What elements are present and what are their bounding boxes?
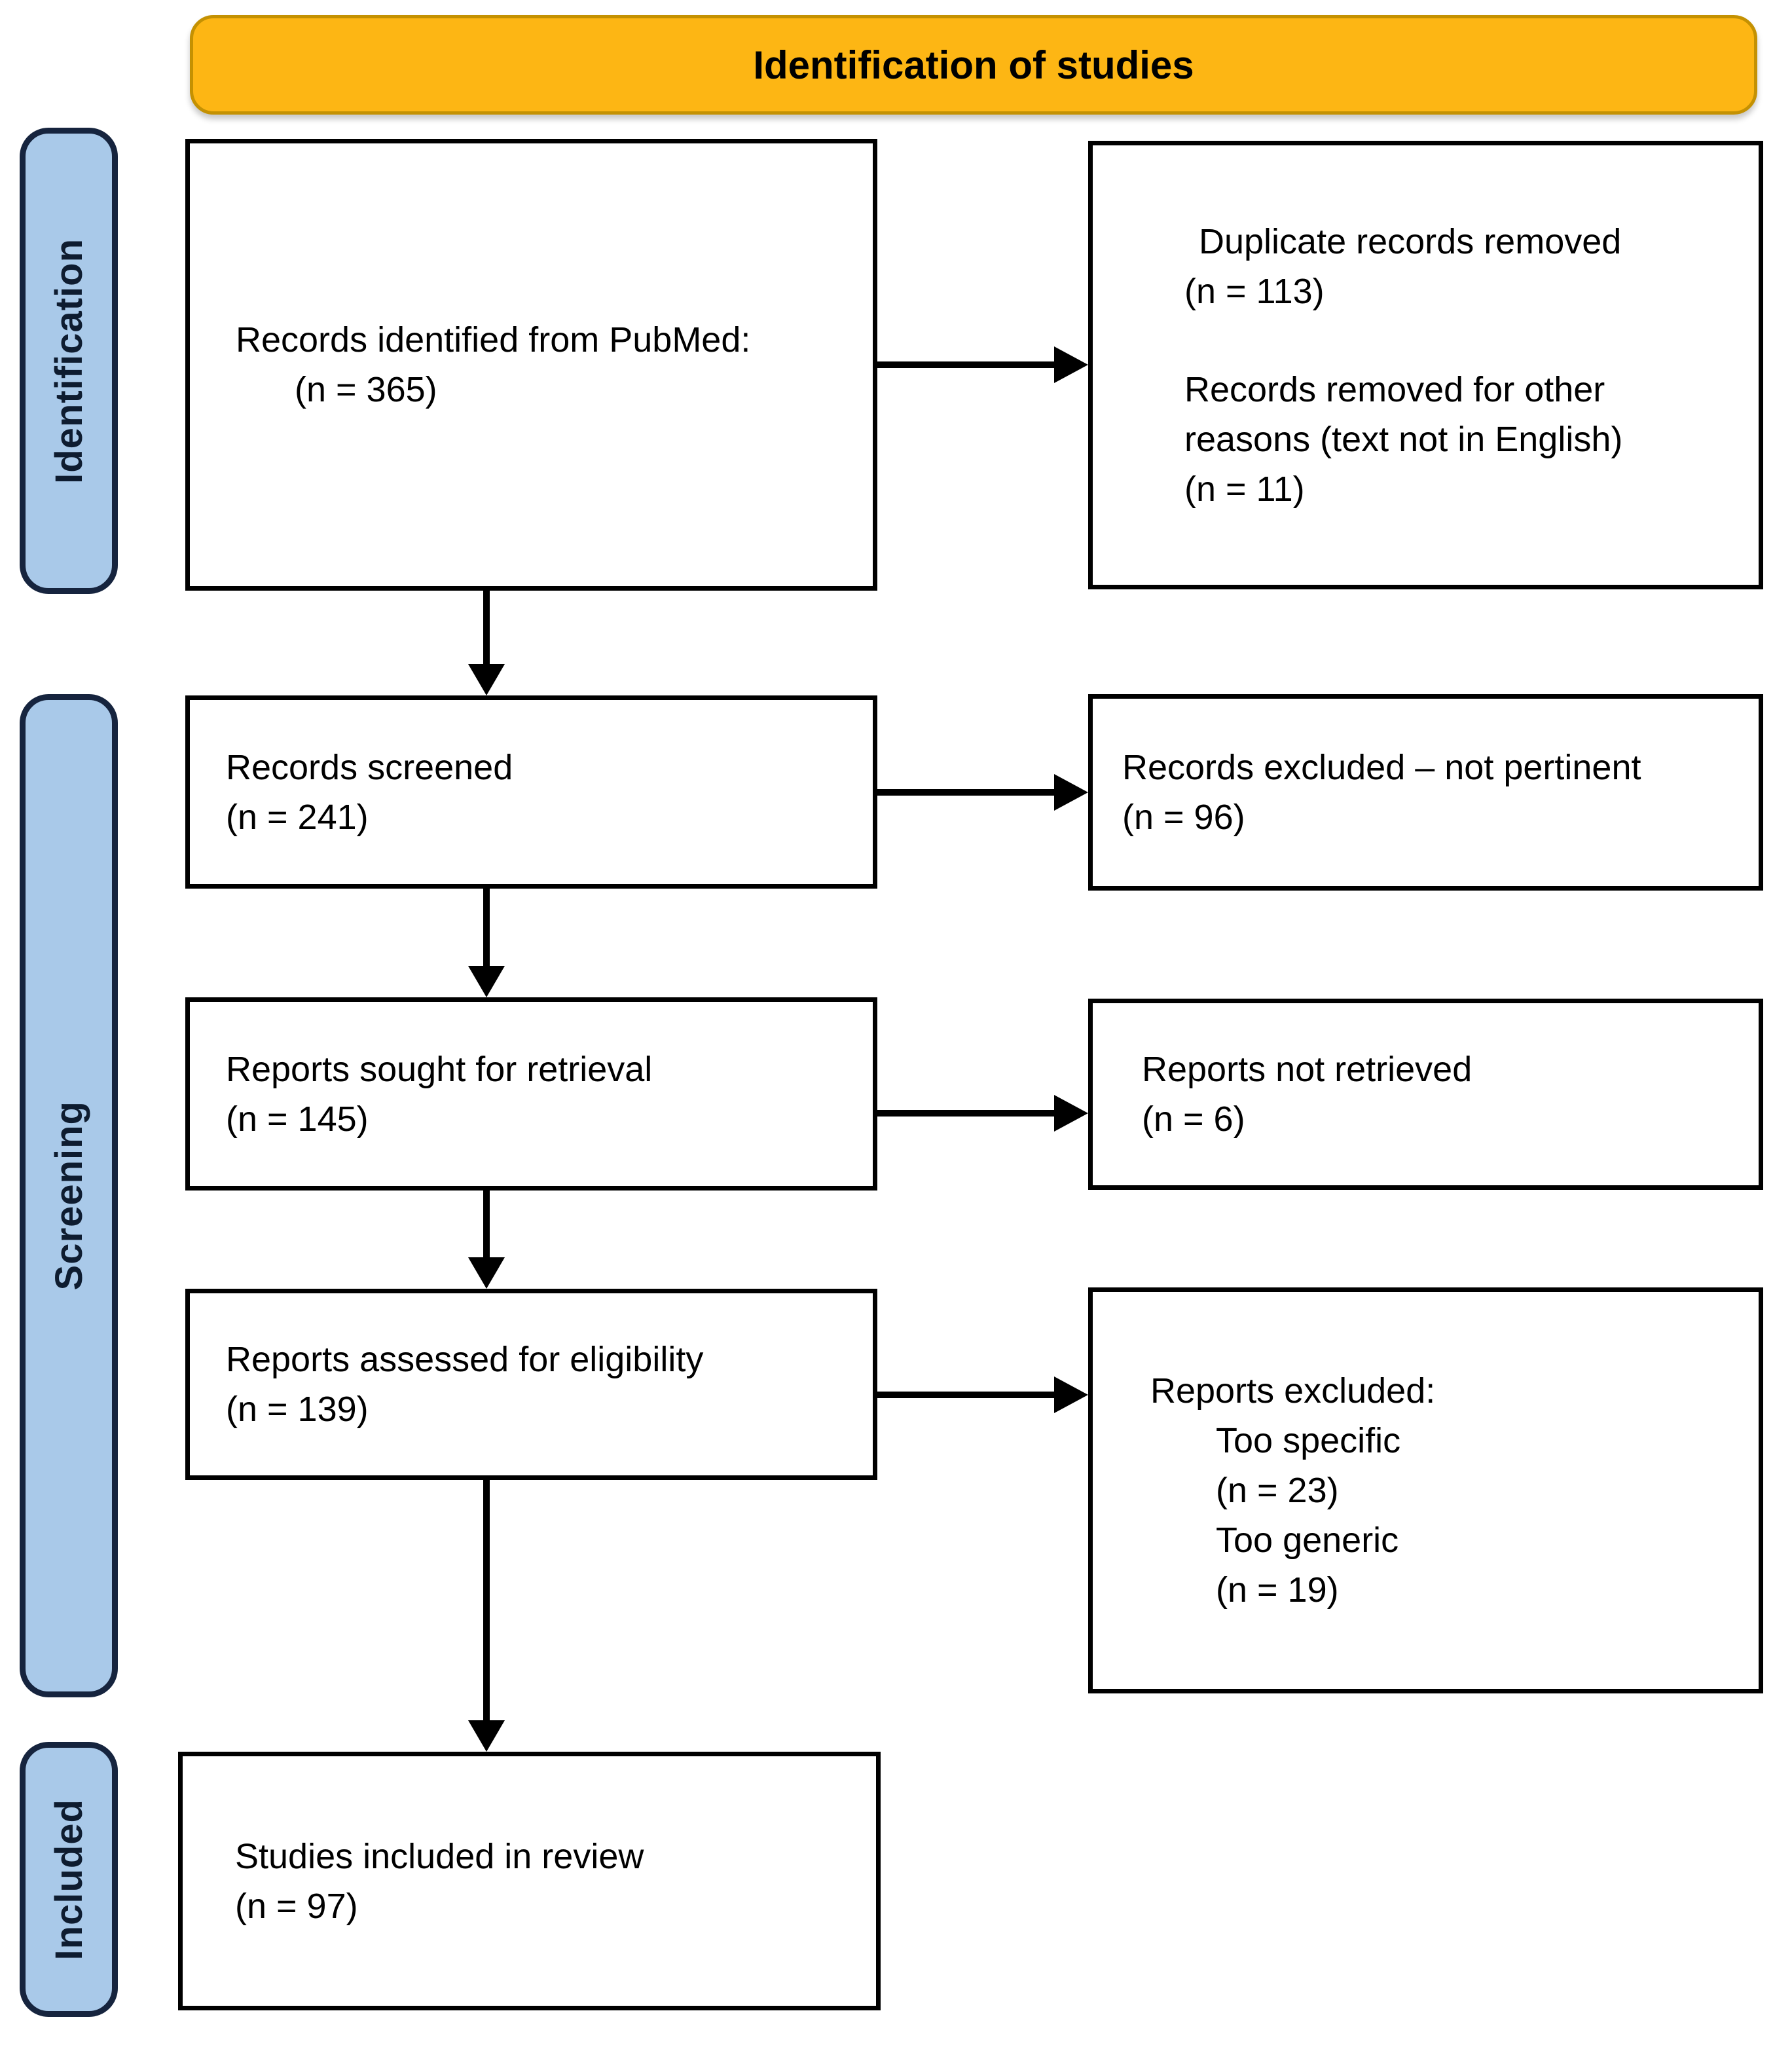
box-text-line: Records removed for other: [1184, 369, 1605, 409]
box-text-line: Duplicate records removed: [1199, 221, 1622, 261]
box-count: (n = 23): [1216, 1471, 1339, 1510]
box-count: (n = 97): [235, 1886, 358, 1926]
arrow-down-sought-to-assessed-head: [468, 1257, 505, 1289]
box-count: (n = 241): [226, 797, 369, 837]
box-text-line: Reports assessed for eligibility: [226, 1340, 704, 1379]
box-count: (n = 96): [1122, 798, 1245, 837]
arrow-down-assessed-to-included-shaft: [483, 1480, 490, 1722]
stage-label-identification-text: Identification: [47, 238, 90, 484]
stage-label-identification: Identification: [20, 128, 118, 594]
arrow-down-identified-to-screened-head: [468, 664, 505, 695]
box-reports-excluded: Reports excluded: Too specific (n = 23) …: [1088, 1287, 1763, 1693]
arrow-right-sought-to-notretrieved-head: [1054, 1095, 1088, 1132]
box-count: (n = 11): [1184, 469, 1305, 509]
box-text-line: reasons (text not in English): [1184, 419, 1623, 459]
box-count: (n = 365): [295, 370, 437, 409]
box-text-line: Records screened: [226, 747, 513, 787]
header-banner: Identification of studies: [190, 15, 1757, 115]
arrow-down-screened-to-sought-head: [468, 966, 505, 997]
box-reports-sought: Reports sought for retrieval (n = 145): [185, 997, 877, 1191]
box-count: (n = 19): [1216, 1570, 1339, 1610]
arrow-down-sought-to-assessed-shaft: [483, 1191, 490, 1259]
box-text-line: Reports not retrieved: [1142, 1050, 1472, 1089]
box-text-line: Records excluded – not pertinent: [1122, 748, 1641, 787]
box-records-identified: Records identified from PubMed: (n = 365…: [185, 139, 877, 591]
arrow-right-screened-to-excluded-head: [1054, 774, 1088, 811]
box-count: (n = 6): [1142, 1099, 1245, 1139]
box-count: (n = 113): [1184, 271, 1325, 311]
box-reports-assessed: Reports assessed for eligibility (n = 13…: [185, 1289, 877, 1480]
arrow-down-screened-to-sought-shaft: [483, 889, 490, 967]
stage-label-screening: Screening: [20, 694, 118, 1697]
arrow-right-screened-to-excluded-shaft: [877, 789, 1055, 796]
stage-label-screening-text: Screening: [47, 1101, 90, 1291]
arrow-right-assessed-to-excluded-head: [1054, 1376, 1088, 1413]
box-text-line: Reports sought for retrieval: [226, 1049, 653, 1089]
box-text-line: Studies included in review: [235, 1836, 644, 1876]
arrow-down-identified-to-screened-shaft: [483, 591, 490, 667]
stage-label-included-text: Included: [47, 1798, 90, 1961]
box-studies-included: Studies included in review (n = 97): [178, 1752, 881, 2010]
box-records-screened: Records screened (n = 241): [185, 695, 877, 889]
box-text-line: Records identified from PubMed:: [236, 320, 751, 360]
box-count: (n = 145): [226, 1099, 369, 1139]
stage-label-included: Included: [20, 1742, 118, 2017]
arrow-right-sought-to-notretrieved-shaft: [877, 1110, 1055, 1117]
box-records-excluded: Records excluded – not pertinent (n = 96…: [1088, 694, 1763, 891]
box-duplicates-removed: Duplicate records removed (n = 113) Reco…: [1088, 141, 1763, 589]
arrow-right-identified-to-removed-shaft: [877, 361, 1055, 368]
arrow-right-assessed-to-excluded-shaft: [877, 1392, 1055, 1398]
box-reports-not-retrieved: Reports not retrieved (n = 6): [1088, 999, 1763, 1190]
box-count: (n = 139): [226, 1390, 369, 1429]
box-text-line: Too specific: [1216, 1421, 1401, 1460]
arrow-down-assessed-to-included-head: [468, 1720, 505, 1752]
arrow-right-identified-to-removed-head: [1054, 346, 1088, 383]
page-title: Identification of studies: [753, 43, 1194, 87]
box-text-line: Too generic: [1216, 1521, 1399, 1560]
box-text-line: Reports excluded:: [1150, 1371, 1436, 1411]
